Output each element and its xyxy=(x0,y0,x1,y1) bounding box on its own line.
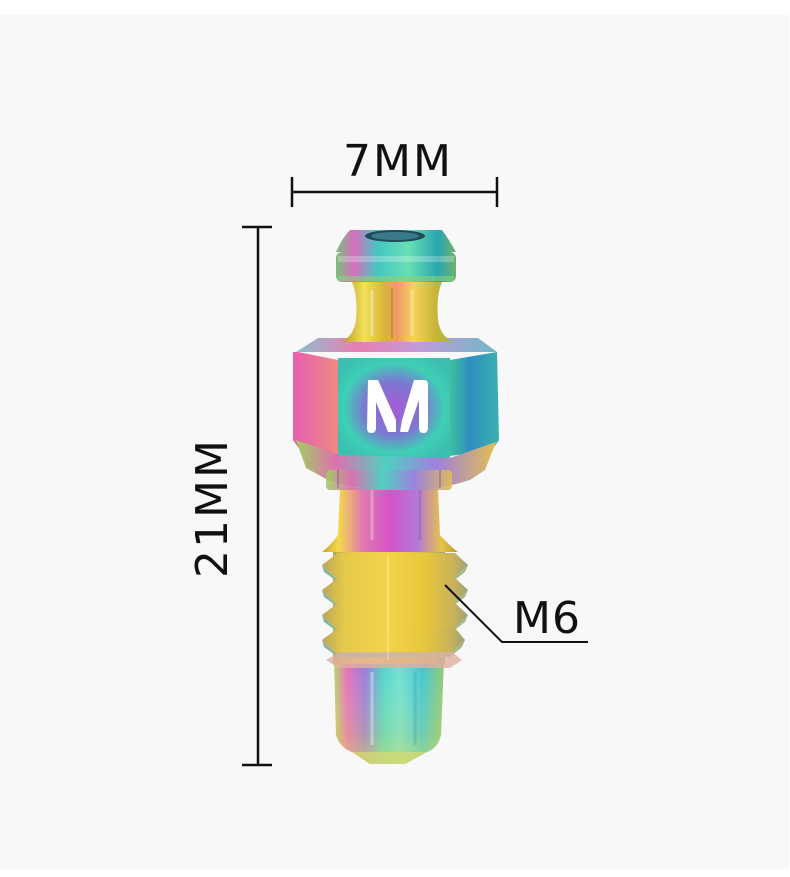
height-dimension-line xyxy=(242,225,272,767)
thread-ridge xyxy=(322,553,468,582)
thread-size-label: M6 xyxy=(513,593,581,644)
screw xyxy=(293,230,499,764)
screw-neck xyxy=(342,282,452,342)
thread-ridge xyxy=(322,578,468,607)
hex-head xyxy=(293,338,499,490)
width-dimension-label: 7MM xyxy=(343,136,453,187)
screw-shank xyxy=(322,488,458,552)
thread-leader-line xyxy=(444,584,588,643)
screw-top-cap xyxy=(336,230,456,282)
width-dimension-line xyxy=(290,177,499,207)
screw-tip xyxy=(334,660,444,764)
thread-ridge xyxy=(322,603,468,632)
height-dimension-label: 21MM xyxy=(187,438,238,578)
screw-thread xyxy=(322,552,468,668)
m-logo-icon xyxy=(367,380,428,433)
